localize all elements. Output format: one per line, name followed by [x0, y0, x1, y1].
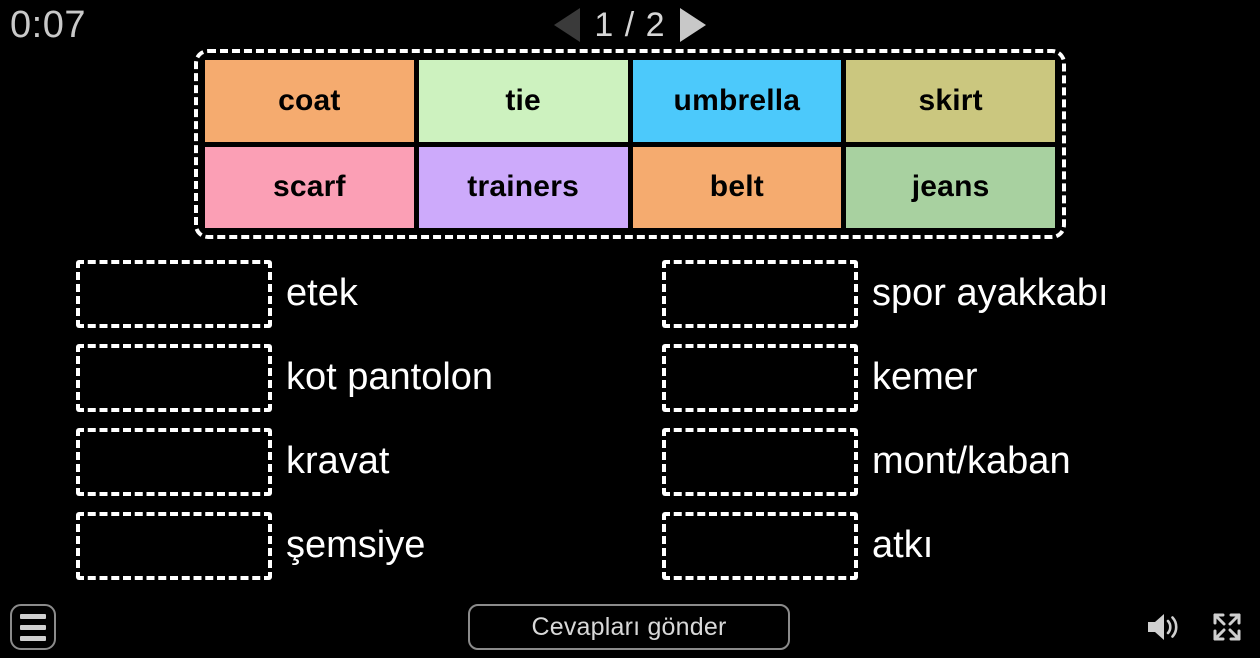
answer-row: kemer	[662, 336, 1260, 420]
word-tile[interactable]: jeans	[846, 146, 1055, 228]
speaker-on-icon[interactable]	[1142, 606, 1184, 648]
menu-bar-1	[20, 613, 46, 619]
answer-row: atkı	[662, 504, 1260, 588]
pagination: 1 / 2	[0, 4, 1260, 46]
answer-row: kravat	[76, 420, 662, 504]
answer-prompt-label: mont/kaban	[872, 440, 1071, 483]
footer-toolbar: Cevapları gönder	[0, 596, 1260, 658]
word-tile[interactable]: trainers	[418, 146, 628, 228]
answer-dropzone[interactable]	[662, 428, 858, 496]
answer-dropzone[interactable]	[662, 260, 858, 328]
triangle-right-icon[interactable]	[679, 8, 706, 42]
answer-prompt-label: kemer	[872, 356, 978, 399]
answer-row: spor ayakkabı	[662, 252, 1260, 336]
answer-dropzone[interactable]	[76, 428, 272, 496]
word-tile[interactable]: scarf	[205, 146, 414, 228]
answer-dropzone[interactable]	[662, 512, 858, 580]
triangle-left-icon[interactable]	[554, 8, 581, 42]
hamburger-menu-icon[interactable]	[10, 604, 56, 650]
answer-prompt-label: kot pantolon	[286, 356, 494, 399]
footer-right-icons	[1142, 606, 1248, 648]
word-tile[interactable]: coat	[205, 60, 414, 142]
submit-answers-button[interactable]: Cevapları gönder	[468, 604, 790, 650]
answer-dropzone[interactable]	[662, 344, 858, 412]
page-indicator: 1 / 2	[594, 6, 666, 44]
answer-prompt-label: şemsiye	[286, 524, 426, 567]
answer-row: şemsiye	[76, 504, 662, 588]
answer-row: mont/kaban	[662, 420, 1260, 504]
answer-dropzone[interactable]	[76, 344, 272, 412]
answer-dropzone[interactable]	[76, 512, 272, 580]
word-tile[interactable]: umbrella	[632, 60, 842, 142]
menu-bar-3	[20, 635, 46, 641]
answer-prompt-label: spor ayakkabı	[872, 272, 1109, 315]
answer-dropzone[interactable]	[76, 260, 272, 328]
answer-row: kot pantolon	[76, 336, 662, 420]
word-tile[interactable]: tie	[418, 60, 628, 142]
answer-prompt-label: atkı	[872, 524, 934, 567]
timer: 0:07	[10, 4, 86, 46]
word-tile[interactable]: skirt	[846, 60, 1055, 142]
word-tile[interactable]: belt	[632, 146, 842, 228]
answer-prompt-label: etek	[286, 272, 358, 315]
answers-grid: etek spor ayakkabı kot pantolon kemer kravat…	[0, 252, 1260, 592]
answer-row: etek	[76, 252, 662, 336]
answer-prompt-label: kravat	[286, 440, 390, 483]
menu-bar-2	[20, 624, 46, 630]
fullscreen-expand-icon[interactable]	[1206, 606, 1248, 648]
